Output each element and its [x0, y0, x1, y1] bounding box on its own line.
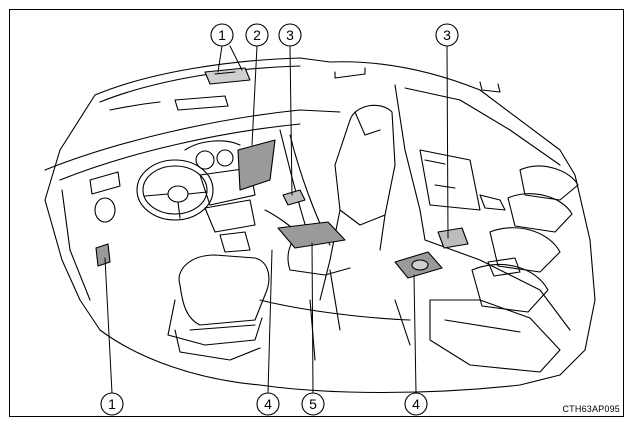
- rear-view-mirror: [109, 95, 229, 111]
- svg-text:4: 4: [412, 396, 420, 412]
- rear-door-panel: [419, 149, 506, 211]
- svg-text:3: 3: [443, 27, 451, 43]
- callout-2-top: 2: [245, 23, 269, 47]
- rear-seat-cushion: [429, 299, 561, 373]
- driver-side-pocket-highlight: [95, 243, 111, 267]
- callout-4-right-bottom: 4: [404, 392, 428, 416]
- figure-frame: [9, 9, 624, 417]
- callout-1-bottom: 1: [100, 392, 124, 416]
- svg-text:2: 2: [253, 27, 261, 43]
- callout-4-left-bottom: 4: [256, 392, 280, 416]
- callout-5-bottom: 5: [301, 392, 325, 416]
- callout-1-top: 1: [210, 23, 234, 47]
- floor-details: [259, 269, 411, 361]
- svg-text:5: 5: [309, 396, 317, 412]
- steering-wheel: [136, 159, 214, 221]
- svg-text:1: 1: [108, 396, 116, 412]
- svg-text:3: 3: [286, 27, 294, 43]
- instrument-cluster: [184, 140, 241, 170]
- rear-armrest-cupholder: [487, 257, 521, 277]
- console-box-highlight: [277, 221, 346, 249]
- passenger-seat: [287, 104, 396, 301]
- rear-console-pocket-highlight: [437, 227, 469, 249]
- rear-floor-tray-highlight: [394, 251, 443, 279]
- car-body-outline: [44, 57, 596, 394]
- driver-seat: [167, 254, 270, 361]
- svg-text:4: 4: [264, 396, 272, 412]
- grab-handles: [334, 67, 501, 93]
- callout-3-left-top: 3: [278, 23, 302, 47]
- rear-seat-backs: [471, 165, 579, 313]
- overhead-console: [204, 67, 251, 85]
- glove-box-area-highlight: [237, 139, 276, 191]
- svg-text:1: 1: [218, 27, 226, 43]
- front-cup-holder-highlight: [282, 189, 306, 206]
- left-air-vent: [89, 171, 121, 223]
- center-console-dashboard: [199, 167, 256, 253]
- callout-3-right-top: 3: [435, 23, 459, 47]
- figure-code: CTH63AP095: [562, 404, 620, 414]
- leader-lines: [104, 45, 449, 394]
